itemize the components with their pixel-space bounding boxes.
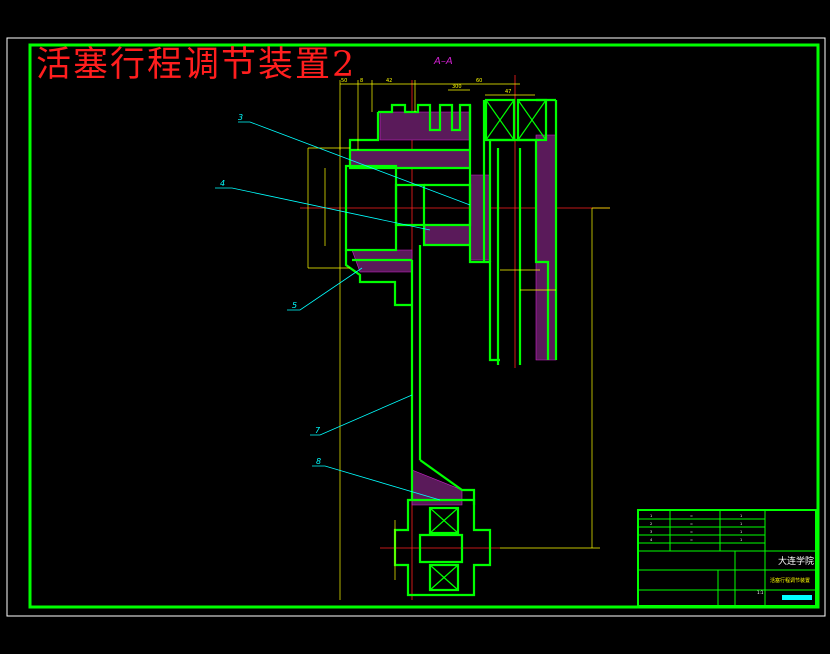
bearing-crosses [429, 99, 547, 591]
svg-text:1: 1 [740, 538, 742, 542]
part-outline [344, 98, 558, 597]
drawing-scale: 1:1 [757, 590, 764, 595]
svg-text:3: 3 [650, 530, 652, 534]
hatch-regions [349, 111, 557, 506]
dim-6: 47 [505, 89, 511, 95]
svg-text:=: = [690, 514, 693, 518]
svg-text:1: 1 [740, 530, 742, 534]
dim-1: 50 [341, 78, 347, 84]
callout-3: 3 [238, 113, 243, 122]
svg-text:1: 1 [650, 514, 652, 518]
drawing-number-box [782, 595, 812, 600]
svg-text:=: = [690, 538, 693, 542]
title-block [637, 509, 817, 607]
callout-labels: 3 4 5 7 8 [220, 113, 321, 466]
inner-frame [28, 43, 820, 609]
dim-2: 8 [360, 78, 363, 84]
callout-4: 4 [220, 179, 225, 188]
svg-text:1: 1 [740, 514, 742, 518]
dim-3: 42 [386, 78, 392, 84]
section-label: A–A [434, 56, 453, 67]
callout-5: 5 [292, 301, 297, 310]
svg-text:1: 1 [740, 522, 742, 526]
svg-text:=: = [690, 522, 693, 526]
svg-text:4: 4 [650, 538, 653, 542]
title-block-cells: 1 = 1 2 = 1 3 = 1 4 = 1 [650, 514, 742, 542]
svg-text:2: 2 [650, 522, 652, 526]
dim-4: 60 [476, 78, 482, 84]
leader-lines [215, 121, 471, 501]
callout-8: 8 [316, 457, 321, 466]
school-name: 大连学院 [778, 555, 814, 567]
dimension-lines [307, 80, 610, 600]
svg-text:=: = [690, 530, 693, 534]
dimension-text: 50 8 42 60 300 47 [341, 78, 511, 95]
drawing-name: 活塞行程调节装置 [770, 577, 810, 584]
drawing-title: 活塞行程调节装置2 [36, 45, 357, 85]
outer-frame [6, 37, 826, 617]
callout-7: 7 [315, 426, 321, 435]
dim-5: 300 [452, 84, 462, 90]
